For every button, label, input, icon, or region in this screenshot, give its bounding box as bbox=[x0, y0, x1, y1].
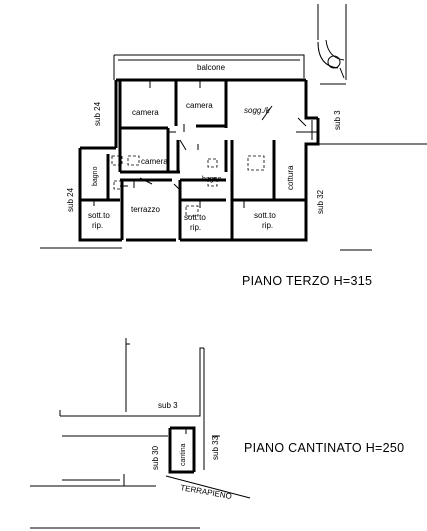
neighbour-label-right-bottom: sub 32 bbox=[316, 189, 325, 214]
room-label-bagno-1: bagno bbox=[92, 166, 99, 186]
neighbour-label-right-top: sub 3 bbox=[333, 110, 342, 130]
cantina-walls bbox=[168, 426, 196, 474]
room-label-sottotetto-1: sott.to rip. bbox=[88, 211, 112, 230]
balcony bbox=[113, 54, 306, 82]
door-marks bbox=[93, 80, 318, 208]
sottotetto-3-line-1: sott.to bbox=[254, 211, 276, 220]
upper-floor-title: PIANO TERZO H=315 bbox=[242, 274, 372, 288]
basement-plan: sub 3 sub 30 sub 33 cantina TERRAPIENO P… bbox=[30, 338, 404, 529]
basement-neighbour-right: sub 33 bbox=[211, 435, 220, 460]
basement-neighbour-top: sub 3 bbox=[158, 401, 178, 410]
sottotetto-2-line-1: sott.to bbox=[184, 213, 206, 222]
outer-walls bbox=[78, 80, 320, 242]
room-label-sottotetto-3: sott.to rip. bbox=[254, 211, 278, 230]
basement-neighbour-left: sub 30 bbox=[151, 445, 160, 470]
basement-title: PIANO CANTINATO H=250 bbox=[244, 441, 404, 455]
room-label-camera-1: camera bbox=[132, 108, 159, 117]
sottotetto-1-line-2: rip. bbox=[92, 221, 103, 230]
upper-floor-plan: balcone camera camera sogg./k camera bag… bbox=[40, 4, 427, 288]
room-label-cantina: cantina bbox=[180, 443, 187, 466]
sottotetto-3-line-2: rip. bbox=[262, 221, 273, 230]
room-label-soggiorno: sogg./k bbox=[244, 106, 271, 115]
neighbour-label-left-bottom: sub 24 bbox=[66, 187, 75, 212]
room-label-camera-2: camera bbox=[186, 101, 213, 110]
room-label-camera-3: camera bbox=[141, 157, 168, 166]
sottotetto-2-line-2: rip. bbox=[190, 223, 201, 232]
basement-lines bbox=[30, 338, 251, 529]
external-corner-lines bbox=[317, 4, 347, 85]
context-lines bbox=[40, 143, 427, 251]
interior-walls bbox=[80, 80, 306, 240]
room-label-terrazzo: terrazzo bbox=[131, 205, 160, 214]
room-label-sottotetto-2: sott.to rip. bbox=[184, 213, 208, 232]
neighbour-label-left-top: sub 24 bbox=[93, 101, 102, 126]
room-label-bagno-2: bagno bbox=[202, 176, 222, 183]
sottotetto-1-line-1: sott.to bbox=[88, 211, 110, 220]
room-label-cottura: cottura bbox=[286, 165, 295, 190]
dashed-fixtures bbox=[111, 96, 265, 217]
terrapieno-label: TERRAPIENO bbox=[180, 483, 233, 501]
room-label-balcone: balcone bbox=[197, 63, 226, 72]
